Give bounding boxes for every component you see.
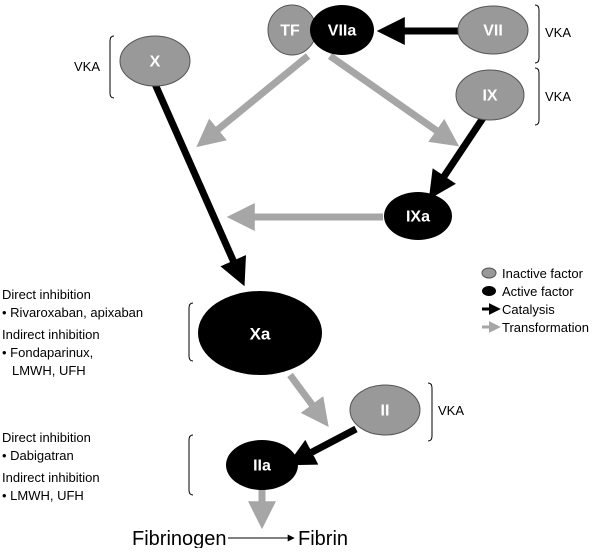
fibrin-reaction: Fibrinogen Fibrin	[132, 528, 348, 550]
vka-bracket-x: VKA	[74, 35, 115, 99]
node-xa-label: Xa	[250, 325, 271, 344]
arrow-viia-to-ixa	[327, 53, 460, 147]
node-viia: VIIa	[310, 5, 374, 55]
legend-transformation-label: Transformation	[502, 320, 589, 335]
xa-indirect-item-1: • Fondaparinux,	[2, 345, 93, 360]
node-x: X	[119, 35, 191, 87]
vka-bracket-ii: VKA	[427, 382, 464, 442]
xa-indirect-heading: Indirect inhibition	[2, 327, 100, 342]
vka-label-ii: VKA	[438, 403, 464, 418]
arrow-ix-to-ixa	[428, 116, 486, 200]
xa-direct-item: • Rivaroxaban, apixaban	[2, 305, 143, 320]
fibrinogen-label: Fibrinogen	[132, 528, 227, 548]
legend-active-label: Active factor	[502, 284, 574, 299]
iia-indirect-item: • LMWH, UFH	[2, 488, 84, 503]
legend-catalysis: Catalysis	[482, 302, 555, 317]
node-xa: Xa	[198, 291, 322, 375]
node-iia-label: IIa	[253, 458, 271, 475]
iia-direct-heading: Direct inhibition	[2, 430, 91, 445]
node-ix-label: IX	[482, 88, 497, 105]
legend-inactive-label: Inactive factor	[502, 266, 584, 281]
node-ixa-label: IXa	[406, 209, 430, 226]
iia-inhibition-block: Direct inhibition • Dabigatran Indirect …	[2, 430, 194, 503]
legend-catalysis-label: Catalysis	[502, 302, 555, 317]
xa-direct-heading: Direct inhibition	[2, 287, 91, 302]
fibrin-label: Fibrin	[298, 528, 348, 548]
arrow-x-to-xa	[151, 82, 247, 287]
arrow-ii-to-iia	[287, 425, 358, 466]
arrow-xa-to-iia	[287, 372, 329, 427]
arrow-tf-to-left	[196, 53, 311, 148]
vka-bracket-ix: VKA	[534, 67, 571, 126]
xa-indirect-item-2: LMWH, UFH	[12, 363, 86, 378]
legend: Inactive factor Active factor Catalysis …	[481, 266, 589, 335]
legend-active-swatch	[482, 286, 496, 296]
legend-inactive-swatch	[481, 267, 497, 279]
node-tf-label: TF	[280, 23, 300, 40]
legend-inactive: Inactive factor	[481, 266, 584, 281]
legend-active: Active factor	[482, 284, 574, 299]
node-vii-label: VII	[483, 23, 503, 40]
node-viia-label: VIIa	[328, 23, 357, 40]
legend-transformation: Transformation	[482, 320, 589, 335]
node-ii: II	[349, 384, 421, 436]
node-vii: VII	[457, 5, 529, 55]
node-iia: IIa	[226, 440, 298, 490]
node-ix: IX	[455, 69, 525, 121]
node-ixa: IXa	[384, 192, 452, 240]
iia-direct-item: • Dabigatran	[2, 448, 74, 463]
vka-label-vii: VKA	[545, 25, 571, 40]
vka-bracket-vii: VKA	[534, 4, 571, 64]
iia-indirect-heading: Indirect inhibition	[2, 470, 100, 485]
xa-inhibition-block: Direct inhibition • Rivaroxaban, apixaba…	[2, 287, 194, 378]
vka-label-x: VKA	[74, 59, 100, 74]
node-ii-label: II	[381, 403, 390, 420]
node-tf: TF	[267, 4, 317, 56]
node-x-label: X	[150, 54, 161, 71]
vka-label-ix: VKA	[545, 89, 571, 104]
